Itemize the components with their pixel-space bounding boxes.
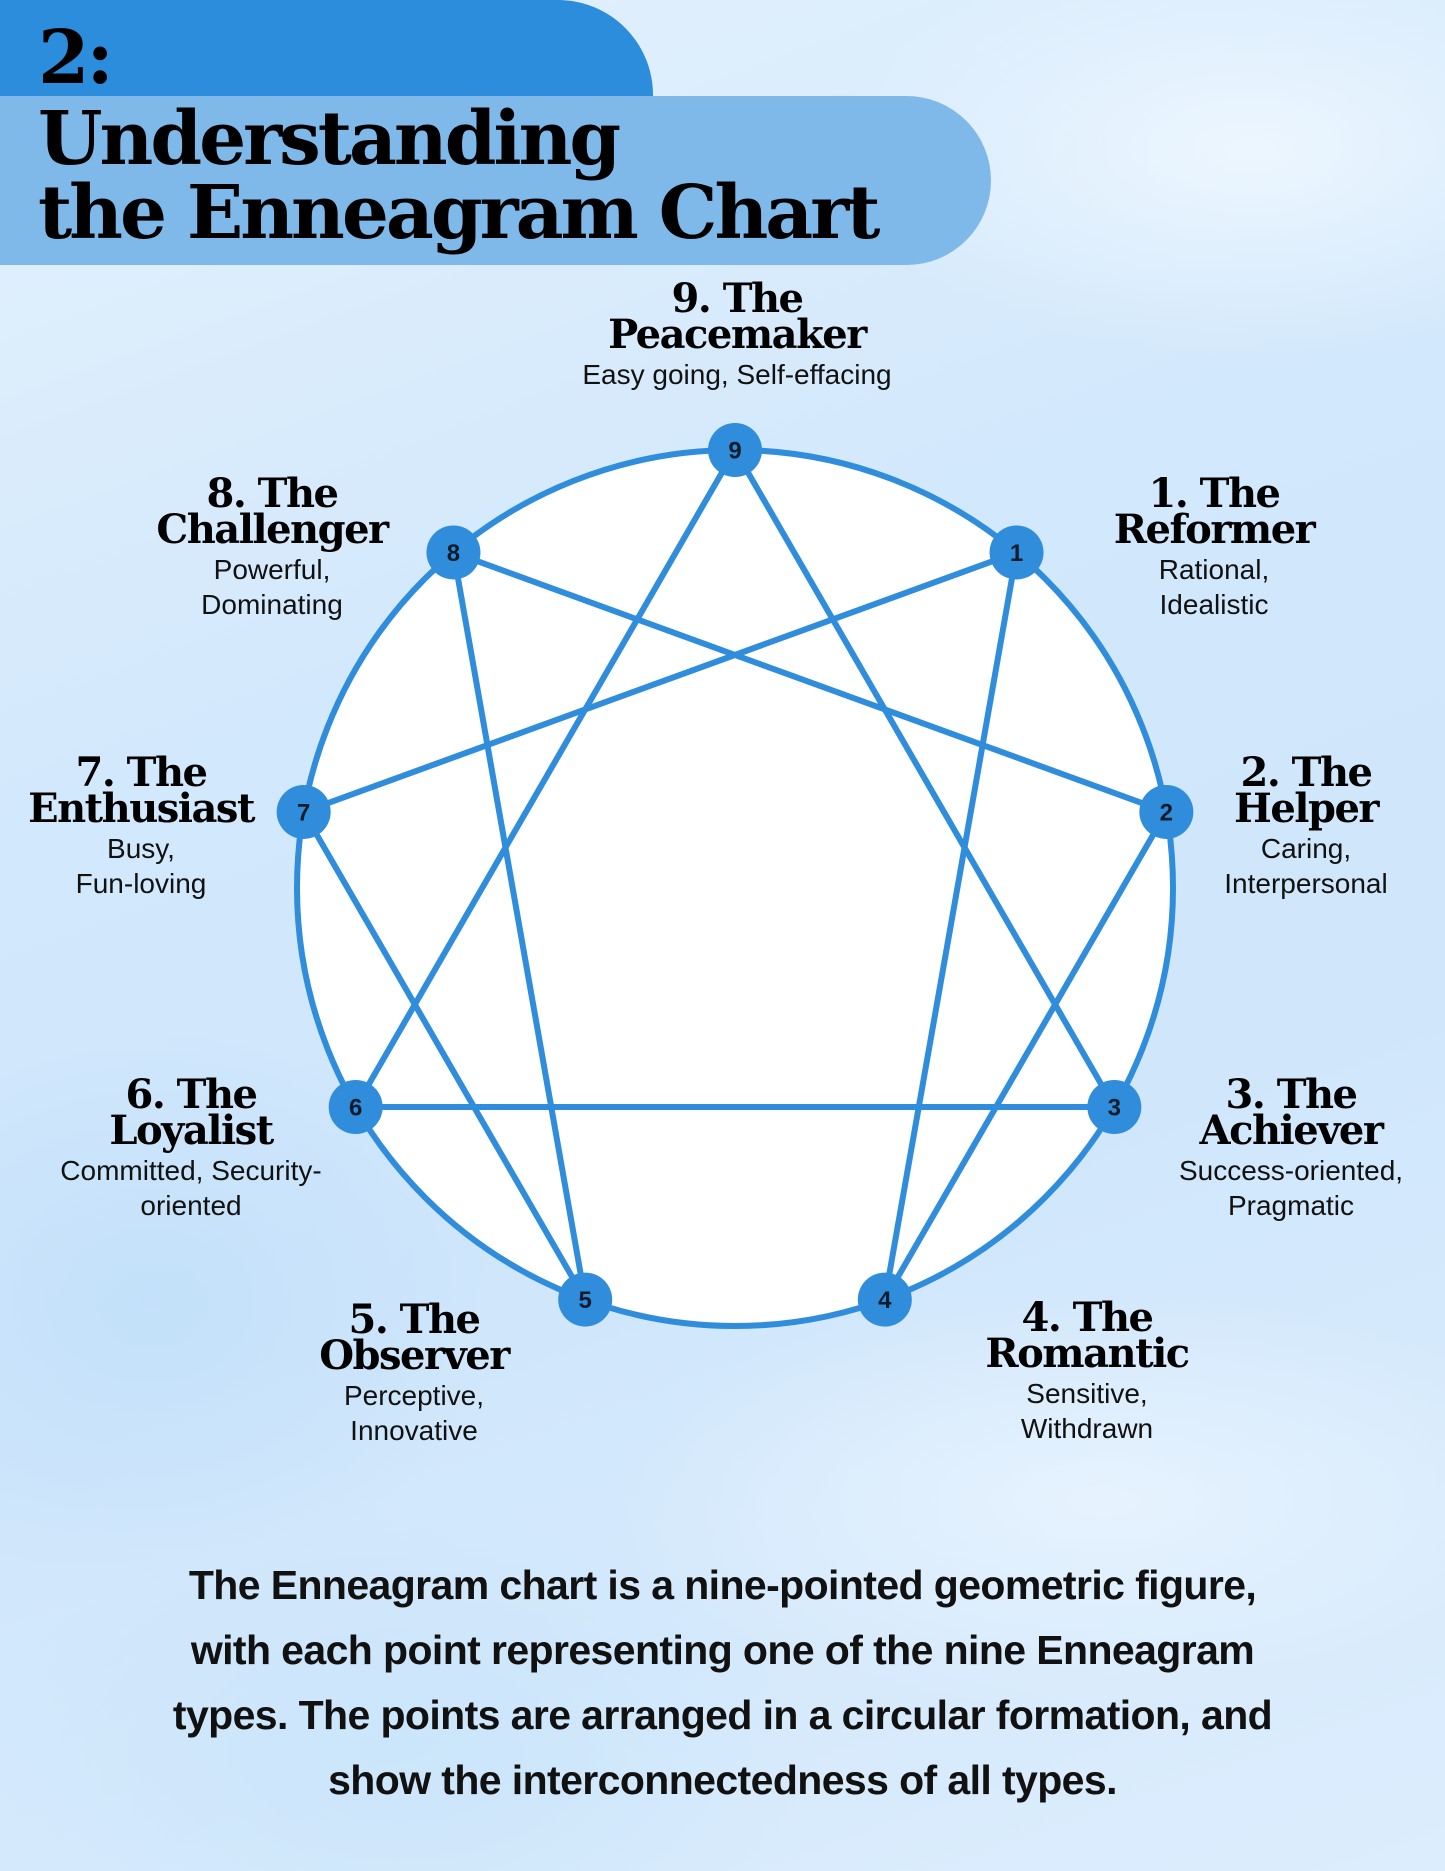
node-circle (1087, 1080, 1142, 1134)
connection-line-7-1 (300, 549, 1020, 815)
type-6-number: 6. The (125, 1071, 258, 1118)
type-9-traits: Easy going, Self-effacing (582, 359, 892, 390)
type-7-trait-2: Fun-loving (75, 868, 207, 899)
node-7: 7 (276, 784, 331, 839)
type-9-name: Peacemaker (608, 311, 867, 358)
node-circle (328, 1080, 383, 1134)
type-7-trait-1: Busy, (107, 833, 175, 864)
node-circle (1139, 784, 1194, 839)
type-1-trait-2: Idealistic (1159, 589, 1269, 620)
connection-line-1-4 (881, 549, 1020, 1303)
type-4-trait-2: Withdrawn (1020, 1413, 1154, 1444)
header-band-light (0, 96, 991, 265)
type-2-trait-2: Interpersonal (1224, 868, 1388, 899)
type-3-trait-1: Success-oriented, (1178, 1155, 1404, 1186)
node-3: 3 (1087, 1080, 1142, 1134)
description-line-2: with each point representing one of the … (190, 1627, 1255, 1673)
type-6-trait-1: Committed, Security- (60, 1155, 322, 1186)
node-number: 3 (1108, 1095, 1121, 1122)
node-circle (558, 1272, 613, 1327)
type-3-name: Achiever (1199, 1107, 1384, 1154)
connection-line-6-9 (352, 447, 738, 1110)
description-line-4: show the interconnectedness of all types… (328, 1757, 1117, 1803)
enneagram-nodes: 9 1 2 3 4 5 6 7 8 (276, 423, 1194, 1327)
type-8-trait-1: Powerful, (213, 554, 331, 585)
enneagram-circle (294, 447, 1176, 1329)
type-6-trait-2: oriented (140, 1190, 242, 1221)
node-number: 5 (579, 1287, 592, 1314)
type-7-number: 7. The (75, 749, 208, 796)
node-1: 1 (989, 525, 1044, 580)
node-number: 1 (1010, 540, 1023, 567)
description-paragraph: The Enneagram chart is a nine-pointed ge… (50, 1553, 1395, 1813)
node-4: 4 (857, 1272, 912, 1327)
connection-line-4-2 (881, 808, 1170, 1303)
title-line-2: the Enneagram Chart (38, 170, 880, 256)
type-4-name: Romantic (985, 1330, 1190, 1377)
page-title: 2: Understanding the Enneagram Chart (38, 14, 880, 256)
type-1-number: 1. The (1148, 470, 1281, 517)
type-1-name: Reformer (1113, 506, 1316, 553)
connection-line-5-7 (300, 808, 589, 1303)
type-5-trait-1: Perceptive, (343, 1380, 485, 1411)
type-2-number: 2. The (1240, 749, 1373, 796)
description-line-3: types. The points are arranged in a circ… (172, 1692, 1273, 1738)
node-2: 2 (1139, 784, 1194, 839)
header-band-dark (0, 0, 653, 96)
node-5: 5 (558, 1272, 613, 1327)
type-8-trait-2: Dominating (201, 589, 343, 620)
node-number: 6 (349, 1095, 362, 1122)
type-2-trait-1: Caring, (1260, 833, 1352, 864)
node-circle (857, 1272, 912, 1327)
connection-line-8-5 (450, 549, 589, 1303)
node-circle (989, 525, 1044, 580)
type-5-trait-2: Innovative (350, 1415, 478, 1446)
section-number: 2: (38, 15, 114, 101)
connection-line-9-3 (732, 447, 1118, 1110)
node-9: 9 (708, 423, 762, 477)
node-number: 4 (878, 1287, 892, 1314)
type-4-trait-1: Sensitive, (1026, 1378, 1148, 1409)
type-5-name: Observer (319, 1332, 510, 1379)
node-circle (708, 423, 762, 477)
node-circle (426, 525, 481, 580)
enneagram-lines (300, 447, 1170, 1303)
connection-line-2-8 (450, 549, 1170, 815)
type-8-name: Challenger (156, 506, 389, 553)
node-8: 8 (426, 525, 481, 580)
type-9-number: 9. The (671, 275, 804, 322)
title-line-1: Understanding (38, 96, 621, 182)
type-5-number: 5. The (348, 1296, 481, 1343)
type-4-number: 4. The (1021, 1294, 1154, 1341)
description-line-1: The Enneagram chart is a nine-pointed ge… (188, 1562, 1257, 1608)
type-2-name: Helper (1234, 785, 1379, 832)
node-circle (276, 784, 331, 839)
type-6-name: Loyalist (109, 1107, 274, 1154)
node-number: 8 (447, 540, 460, 567)
node-6: 6 (328, 1080, 383, 1134)
node-number: 7 (297, 799, 310, 826)
node-number: 2 (1160, 799, 1173, 826)
node-number: 9 (728, 438, 741, 465)
type-3-number: 3. The (1225, 1071, 1358, 1118)
type-8-number: 8. The (206, 470, 339, 517)
type-7-name: Enthusiast (28, 785, 255, 832)
type-3-trait-2: Pragmatic (1227, 1190, 1355, 1221)
type-1-trait-1: Rational, (1158, 554, 1270, 585)
